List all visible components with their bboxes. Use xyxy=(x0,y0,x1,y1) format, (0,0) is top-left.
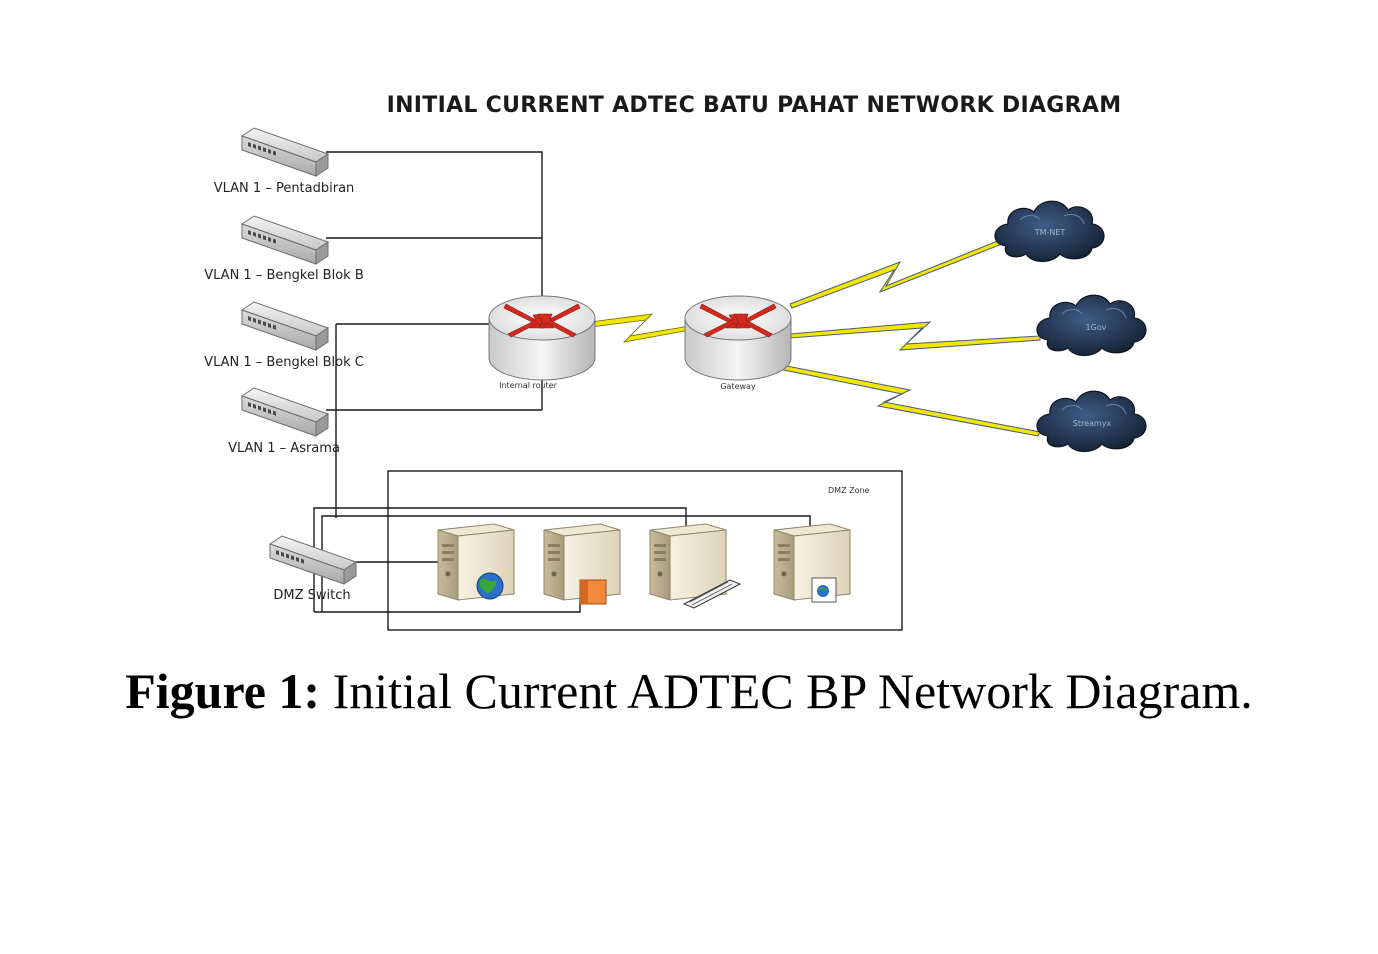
lightning-gateway-cloud-2 xyxy=(789,321,1041,351)
cloud-streamyx: Streamyx xyxy=(1036,390,1147,453)
vlan-label-bengkel-blok-c: VLAN 1 – Bengkel Blok C xyxy=(204,355,364,370)
figure-caption-text: Initial Current ADTEC BP Network Diagram… xyxy=(320,663,1253,719)
box-icon xyxy=(579,579,607,605)
dmz-server-web xyxy=(437,523,515,601)
vlan-label-bengkel-blok-b: VLAN 1 – Bengkel Blok B xyxy=(204,268,364,283)
figure-caption: Figure 1: Initial Current ADTEC BP Netwo… xyxy=(0,662,1378,720)
vlan-switch-asrama: VLAN 1 – Asrama xyxy=(228,387,340,456)
diagram-title: INITIAL CURRENT ADTEC BATU PAHAT NETWORK… xyxy=(387,93,1122,118)
globe-icon xyxy=(476,572,504,600)
dmz-server-terminal xyxy=(649,523,742,609)
vlan-switch-bengkel-blok-c: VLAN 1 – Bengkel Blok C xyxy=(204,301,364,370)
dmz-zone-box xyxy=(387,470,903,631)
vlan-switch-pentadbiran: VLAN 1 – Pentadbiran xyxy=(214,127,355,196)
dmz-switch-label: DMZ Switch xyxy=(273,588,350,603)
lightning-router-gateway xyxy=(589,313,691,343)
vlan-switch-bengkel-blok-b: VLAN 1 – Bengkel Blok B xyxy=(204,215,364,283)
cloud-label-tm-net: TM-NET xyxy=(1034,228,1066,237)
cloud-label-1gov: 1Gov xyxy=(1086,323,1107,332)
dmz-zone-label: DMZ Zone xyxy=(828,486,870,495)
cloud-label-streamyx: Streamyx xyxy=(1073,419,1112,428)
dmz-server-web-app xyxy=(773,523,851,603)
network-diagram: INITIAL CURRENT ADTEC BATU PAHAT NETWORK… xyxy=(204,93,1147,631)
lightning-gateway-cloud-1 xyxy=(789,239,1003,309)
gateway-label: Gateway xyxy=(720,382,756,391)
cloud-tm-net: TM-NET xyxy=(994,200,1105,263)
internal-router-label: Internal router xyxy=(499,381,558,390)
gateway-router: Gateway xyxy=(684,295,792,391)
vlan-label-pentadbiran: VLAN 1 – Pentadbiran xyxy=(214,181,355,196)
dmz-switch: DMZ Switch xyxy=(269,535,357,603)
cloud-1gov: 1Gov xyxy=(1036,294,1147,357)
vlan-label-asrama: VLAN 1 – Asrama xyxy=(228,441,340,456)
lightning-gateway-cloud-3 xyxy=(763,361,1041,437)
web-page-icon xyxy=(811,577,837,603)
dmz-server-storage xyxy=(543,523,621,605)
internal-router: Internal router xyxy=(488,295,596,390)
keyboard-icon xyxy=(682,579,742,609)
figure-caption-prefix: Figure 1: xyxy=(125,663,321,719)
